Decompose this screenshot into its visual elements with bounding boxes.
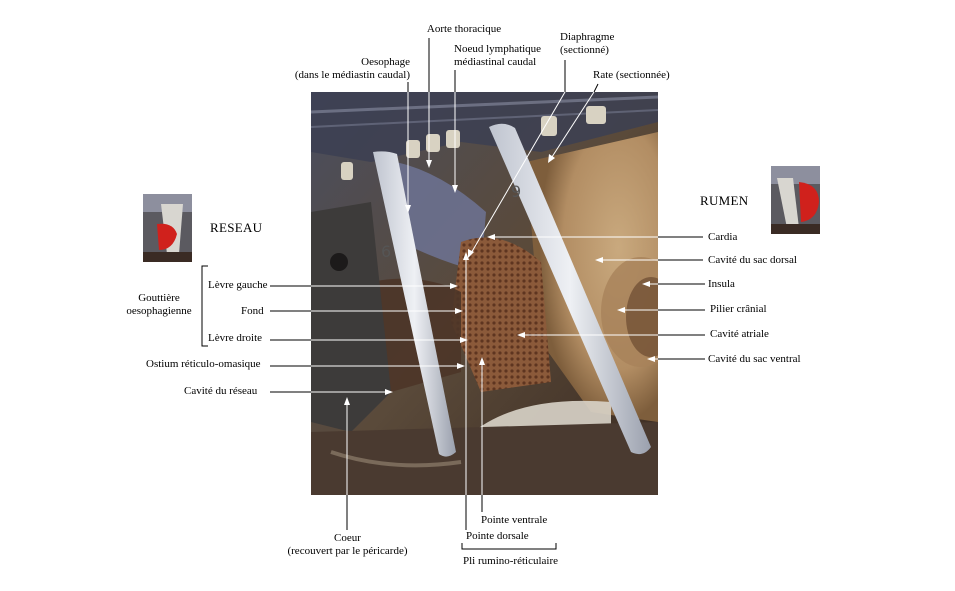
label-pointe-dorsale: Pointe dorsale bbox=[466, 530, 529, 542]
label-levre-gauche: Lèvre gauche bbox=[208, 279, 268, 291]
label-coeur-line1: Coeur bbox=[334, 532, 361, 544]
label-pli-rumino-reticulaire: Pli rumino-réticulaire bbox=[463, 555, 558, 567]
label-diaphragme: Diaphragme (sectionné) bbox=[560, 31, 614, 57]
rib-number-9: 9 bbox=[511, 182, 521, 201]
label-rumen: RUMEN bbox=[700, 193, 749, 208]
label-cavite-sac-ventral: Cavité du sac ventral bbox=[708, 353, 801, 365]
label-aorte-thoracique: Aorte thoracique bbox=[426, 23, 502, 35]
label-gouttiere-line2: oesophagienne bbox=[126, 305, 192, 317]
label-ostium: Ostium réticulo-omasique bbox=[146, 358, 261, 370]
label-diaphragme-line1: Diaphragme bbox=[560, 31, 615, 43]
label-coeur-line2: (recouvert par le péricarde) bbox=[287, 545, 408, 557]
rumen-thumbnail bbox=[771, 166, 820, 234]
label-cavite-atriale: Cavité atriale bbox=[710, 328, 769, 340]
label-reseau: RESEAU bbox=[210, 220, 263, 235]
label-coeur: Coeur (recouvert par le péricarde) bbox=[280, 532, 415, 558]
anatomy-photo: 6 9 bbox=[311, 92, 658, 495]
label-diaphragme-line2: (sectionné) bbox=[560, 44, 609, 56]
rib-number-6: 6 bbox=[381, 242, 391, 261]
label-noeud-lymphatique: Noeud lymphatique médiastinal caudal bbox=[454, 43, 541, 69]
label-fond: Fond bbox=[241, 305, 264, 317]
label-pilier-cranial: Pilier crânial bbox=[710, 303, 767, 315]
label-rate: Rate (sectionnée) bbox=[593, 69, 670, 81]
label-insula: Insula bbox=[708, 278, 735, 290]
label-noeud-line2: médiastinal caudal bbox=[454, 56, 537, 68]
label-levre-droite: Lèvre droite bbox=[208, 332, 263, 344]
label-gouttiere-line1: Gouttière bbox=[138, 292, 180, 304]
label-pointe-ventrale: Pointe ventrale bbox=[481, 514, 548, 526]
label-oesophage: Oesophage (dans le médiastin caudal) bbox=[258, 56, 410, 82]
label-noeud-line1: Noeud lymphatique bbox=[454, 43, 542, 55]
label-cardia: Cardia bbox=[708, 231, 738, 243]
label-cavite-sac-dorsal: Cavité du sac dorsal bbox=[708, 254, 797, 266]
label-cavite-reseau: Cavité du réseau bbox=[184, 385, 258, 397]
label-oesophage-line1: Oesophage bbox=[361, 56, 410, 68]
label-gouttiere: Gouttière oesophagienne bbox=[118, 292, 200, 318]
reseau-thumbnail bbox=[143, 194, 192, 262]
label-oesophage-line2: (dans le médiastin caudal) bbox=[294, 69, 410, 81]
